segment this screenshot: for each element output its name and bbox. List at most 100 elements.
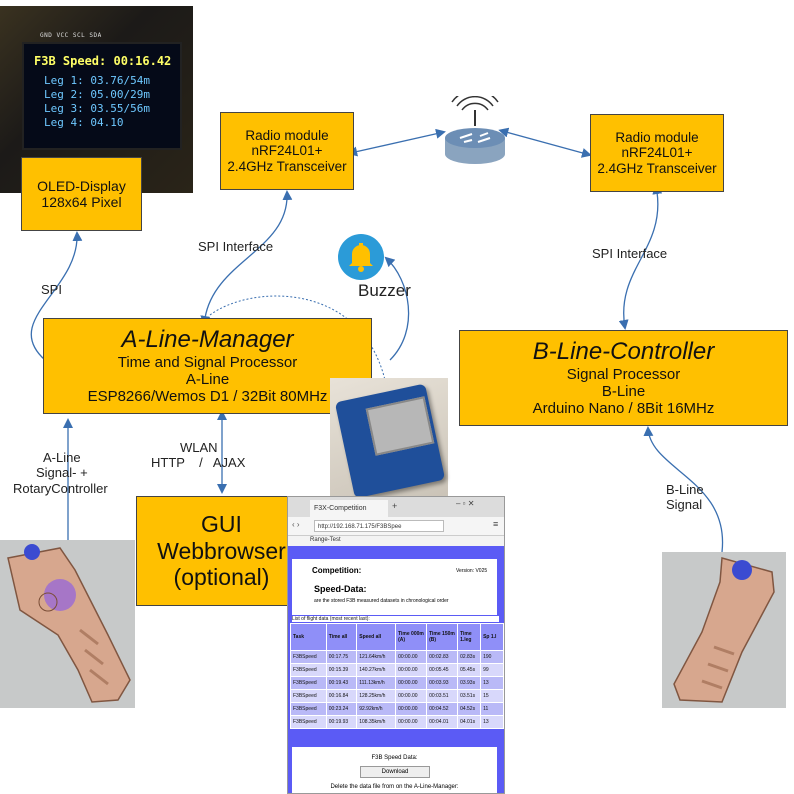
b-line-controller-title: B-Line-Controller <box>532 338 715 366</box>
cell: 111.13km/h <box>356 676 397 690</box>
cell: 03.51s <box>457 689 482 703</box>
cell: 00:00.00 <box>395 676 428 690</box>
b-line-controller-line2: B-Line <box>601 383 646 401</box>
b-line-controller-box: B-Line-Controller Signal Processor B-Lin… <box>459 330 788 426</box>
cell: F3BSpeed <box>290 715 327 729</box>
download-button[interactable]: Download <box>360 766 430 778</box>
cell: 00:00.00 <box>395 689 428 703</box>
spi-radio-b-connector <box>618 184 663 330</box>
oled-leg-1: Leg 1: 03.76/54m <box>44 74 150 87</box>
a-line-manager-title: A-Line-Manager <box>121 326 294 354</box>
radio-a-router-connector <box>347 128 446 157</box>
oled-screen: F3B Speed: 00:16.42 Leg 1: 03.76/54m Leg… <box>22 42 182 150</box>
spi-interface-a-label: SPI Interface <box>198 239 274 254</box>
cell: 99 <box>480 663 504 677</box>
a-line-manager-line3: ESP8266/Wemos D1 / 32Bit 80MHz <box>87 388 328 406</box>
table-header-row: Task Time all Speed all Time 000m (A) Ti… <box>290 623 504 651</box>
col-time-150m: Time 150m (B) <box>426 623 459 651</box>
b-line-controller-line3: Arduino Nano / 8Bit 16MHz <box>532 400 715 418</box>
version-label: Version: V025 <box>456 568 488 574</box>
a-line-rotary-controller-device <box>7 544 131 703</box>
col-speed-1leg: Sp 1.l <box>480 623 504 651</box>
b-line-signal-label-1: B-Line <box>666 482 704 497</box>
col-time-all: Time all <box>325 623 358 651</box>
oled-title-line: F3B Speed: 00:16.42 <box>34 54 172 68</box>
cell: 02.83s <box>457 650 482 664</box>
buzzer-label: Buzzer <box>358 281 411 300</box>
cell: 03.93s <box>457 676 482 690</box>
f3b-speed-data-title: F3B Speed Data: <box>371 755 418 761</box>
new-tab-icon[interactable]: + <box>392 501 398 511</box>
cell: 190 <box>480 650 504 664</box>
a-line-manager-line2: A-Line <box>185 371 230 389</box>
cell: 128.25km/h <box>356 689 397 703</box>
col-time-1leg: Time 1.leg <box>457 623 482 651</box>
cell: 00:19.93 <box>325 715 358 729</box>
radio-a-line2: nRF24L01+ <box>251 143 323 159</box>
b-line-signal-device <box>673 557 775 703</box>
cell: 00:15.39 <box>325 663 358 677</box>
nav-icons[interactable]: ‹ › <box>292 520 300 529</box>
browser-tab[interactable]: F3X-Competition <box>310 500 388 517</box>
browser-screenshot: F3X-Competition + – ▫ ✕ ‹ › http://192.1… <box>287 496 505 794</box>
wlan-label: WLAN <box>180 440 218 455</box>
radio-a-line1: Radio module <box>245 127 329 143</box>
b-line-controller-line1: Signal Processor <box>566 365 681 383</box>
a-line-signal-label-1: A-Line <box>43 450 81 465</box>
page-subtitle: Range-Test <box>310 537 341 543</box>
cell: F3BSpeed <box>290 650 327 664</box>
spi-radio-a-connector <box>200 190 293 326</box>
cell: 05.45s <box>457 663 482 677</box>
delete-text: Delete the data file from on the A-Line-… <box>330 784 459 790</box>
speed-data-title: Speed-Data: <box>314 584 367 594</box>
cell: 00:00.00 <box>395 663 428 677</box>
cell: 13 <box>480 676 504 690</box>
radio-module-a-box: Radio module nRF24L01+ 2.4GHz Transceive… <box>220 112 354 190</box>
a-line-signal-label-2: Signal- + <box>36 465 88 480</box>
oled-display-box: OLED-Display 128x64 Pixel <box>21 157 142 231</box>
cell: F3BSpeed <box>290 702 327 716</box>
cell: F3BSpeed <box>290 663 327 677</box>
http-ajax-label: HTTP / AJAX <box>151 455 246 470</box>
cell: 00:00.00 <box>395 702 428 716</box>
router-radio-b-connector <box>498 127 592 158</box>
cell: 00:04.52 <box>426 702 459 716</box>
speed-data-desc: are the stored F3B measured datasets in … <box>314 598 449 604</box>
competition-heading: Competition: <box>312 566 362 575</box>
col-time-000m: Time 000m (A) <box>395 623 428 651</box>
wireless-router-icon <box>445 96 505 164</box>
radio-b-line2: nRF24L01+ <box>621 145 693 161</box>
gui-webbrowser-box: GUI Webbrowser (optional) <box>136 496 307 606</box>
cell: 00:00.00 <box>395 715 428 729</box>
oled-leg-4: Leg 4: 04.10 <box>44 116 124 129</box>
col-task: Task <box>290 623 327 651</box>
a-line-manager-line1: Time and Signal Processor <box>117 353 298 371</box>
radio-b-line3: 2.4GHz Transceiver <box>597 160 717 176</box>
radio-a-line3: 2.4GHz Transceiver <box>227 158 347 174</box>
menu-icon[interactable]: ≡ <box>493 519 499 529</box>
wemos-dotted-connector <box>209 295 386 381</box>
oled-leg-2: Leg 2: 05.00/29m <box>44 88 150 101</box>
cell: 00:04.01 <box>426 715 459 729</box>
cell: 00:05.45 <box>426 663 459 677</box>
gui-line2: Webbrowser <box>157 537 286 564</box>
spi-interface-b-label: SPI Interface <box>592 246 668 261</box>
oled-display-title: OLED-Display <box>37 177 126 194</box>
buzzer-connector <box>384 256 410 361</box>
url-field[interactable]: http://192.168.71.175/F3BSpee <box>314 520 444 532</box>
radio-b-line1: Radio module <box>615 129 699 145</box>
cell: 00:02.83 <box>426 650 459 664</box>
cell: 00:19.43 <box>325 676 358 690</box>
cell: 00:17.75 <box>325 650 358 664</box>
spi-oled-connector <box>30 231 83 361</box>
cell: 04.52s <box>457 702 482 716</box>
window-controls[interactable]: – ▫ ✕ <box>456 499 475 508</box>
oled-display-resolution: 128x64 Pixel <box>41 194 122 210</box>
oled-pin-labels: GND VCC SCL SDA <box>40 32 102 39</box>
